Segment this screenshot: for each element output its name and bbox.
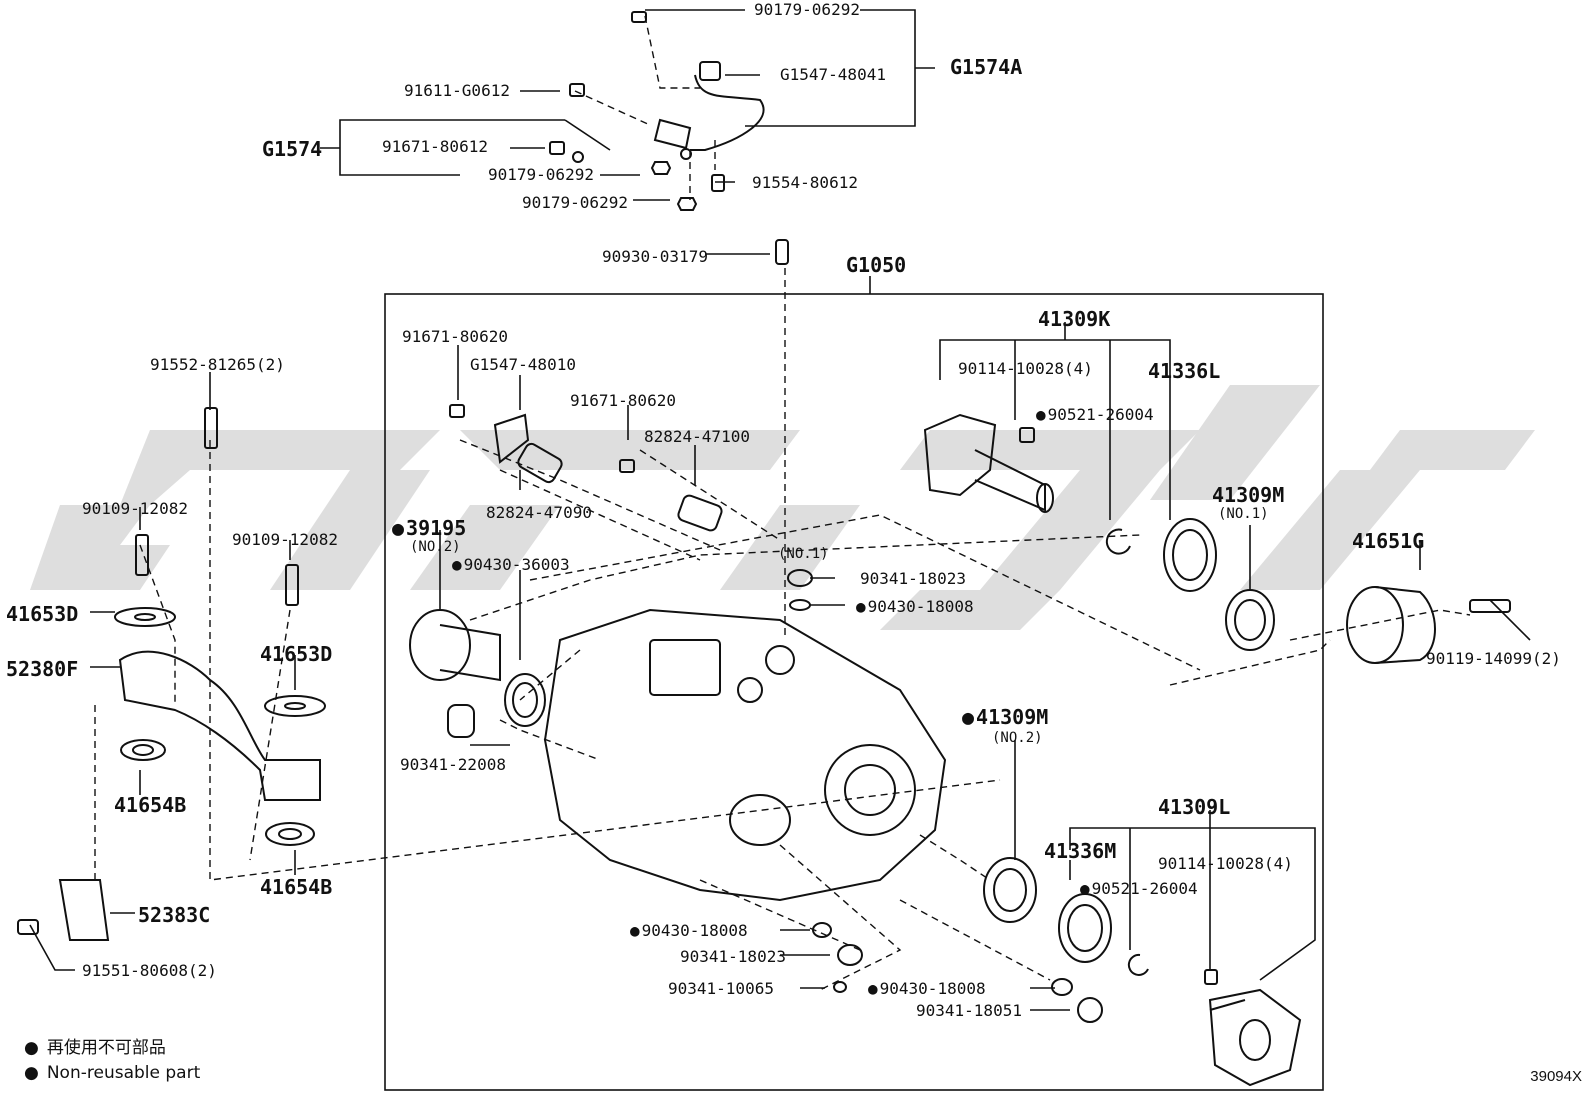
label-g1547-48041[interactable]: G1547-48041	[780, 65, 886, 84]
label-91554-80612[interactable]: 91554-80612	[752, 173, 858, 192]
label-41654b-b[interactable]: 41654B	[260, 875, 333, 899]
label-90341-10065[interactable]: 90341-10065	[668, 979, 774, 998]
label-90430-18008-mid[interactable]: 90430-18008	[630, 922, 748, 940]
label-90430-18008-bot[interactable]: 90430-18008	[868, 980, 986, 998]
label-41309k[interactable]: 41309K	[1038, 307, 1111, 331]
label-91551-80608[interactable]: 91551-80608(2)	[82, 961, 217, 980]
label-90341-18051[interactable]: 90341-18051	[916, 1001, 1022, 1020]
g1050-frame	[384, 293, 1324, 1091]
label-82824-47090[interactable]: 82824-47090	[486, 503, 592, 522]
label-39195-sub: (NO.2)	[410, 539, 461, 555]
label-41309m-no2[interactable]: 41309M	[962, 706, 1048, 728]
label-41309m-no1-sub: (NO.1)	[1218, 506, 1269, 522]
label-90930-03179[interactable]: 90930-03179	[602, 247, 708, 266]
label-g1574[interactable]: G1574	[262, 137, 323, 161]
label-52380f[interactable]: 52380F	[6, 657, 79, 681]
label-41653d-b[interactable]: 41653D	[260, 642, 333, 666]
label-91671-80620-b[interactable]: 91671-80620	[570, 391, 676, 410]
label-90179-06292-top[interactable]: 90179-06292	[754, 0, 860, 19]
label-90109-12082-a[interactable]: 90109-12082	[82, 499, 188, 518]
label-90521-26004-top[interactable]: 90521-26004	[1036, 406, 1154, 424]
label-41651g[interactable]: 41651G	[1352, 529, 1425, 553]
label-82824-47100[interactable]: 82824-47100	[644, 427, 750, 446]
label-91611-g0612[interactable]: 91611-G0612	[404, 81, 510, 100]
legend-japanese: ● 再使用不可部品	[24, 1038, 166, 1058]
label-90341-18023-top[interactable]: 90341-18023	[860, 569, 966, 588]
watermark-logo	[30, 385, 1535, 630]
label-90179-06292-mid[interactable]: 90179-06292	[488, 165, 594, 184]
label-41336m[interactable]: 41336M	[1044, 839, 1117, 863]
label-90109-12082-b[interactable]: 90109-12082	[232, 530, 338, 549]
legend-bullet-icon: ●	[24, 1038, 39, 1058]
label-g1547-48010[interactable]: G1547-48010	[470, 355, 576, 374]
label-39195[interactable]: 39195	[392, 517, 466, 539]
label-41654b-a[interactable]: 41654B	[114, 793, 187, 817]
legend-english-text: Non-reusable part	[46, 1063, 201, 1083]
label-no1: (NO.1)	[778, 546, 829, 562]
label-90341-22008[interactable]: 90341-22008	[400, 755, 506, 774]
label-41309m-no2-sub: (NO.2)	[992, 730, 1043, 746]
mount-bracket-shape	[118, 650, 321, 801]
wire-harness	[690, 74, 765, 151]
label-41336l[interactable]: 41336L	[1148, 359, 1221, 383]
label-91671-80620-a[interactable]: 91671-80620	[402, 327, 508, 346]
label-52383c[interactable]: 52383C	[138, 903, 211, 927]
label-90430-18008-top[interactable]: 90430-18008	[856, 598, 974, 616]
figure-number: 39094X	[1530, 1068, 1582, 1085]
label-91671-80612[interactable]: 91671-80612	[382, 137, 488, 156]
legend-japanese-text: 再使用不可部品	[46, 1038, 166, 1058]
label-41309m-no1[interactable]: 41309M	[1212, 483, 1285, 507]
label-41653d-a[interactable]: 41653D	[6, 602, 79, 626]
legend-bullet-icon: ●	[24, 1063, 39, 1083]
label-90114-10028-top[interactable]: 90114-10028(4)	[958, 359, 1093, 378]
label-90114-10028-bot[interactable]: 90114-10028(4)	[1158, 854, 1293, 873]
transfer-case-body	[543, 608, 947, 902]
label-91552-81265[interactable]: 91552-81265(2)	[150, 355, 285, 374]
label-g1050[interactable]: G1050	[846, 253, 907, 277]
label-90341-18023-mid[interactable]: 90341-18023	[680, 947, 786, 966]
label-90119-14099[interactable]: 90119-14099(2)	[1426, 649, 1561, 668]
legend-english: ● Non-reusable part	[24, 1063, 200, 1083]
label-90430-36003[interactable]: 90430-36003	[452, 556, 570, 574]
label-90179-06292-low[interactable]: 90179-06292	[522, 193, 628, 212]
label-90521-26004-bot[interactable]: 90521-26004	[1080, 880, 1198, 898]
label-g1574a[interactable]: G1574A	[950, 55, 1023, 79]
label-41309l[interactable]: 41309L	[1158, 795, 1231, 819]
